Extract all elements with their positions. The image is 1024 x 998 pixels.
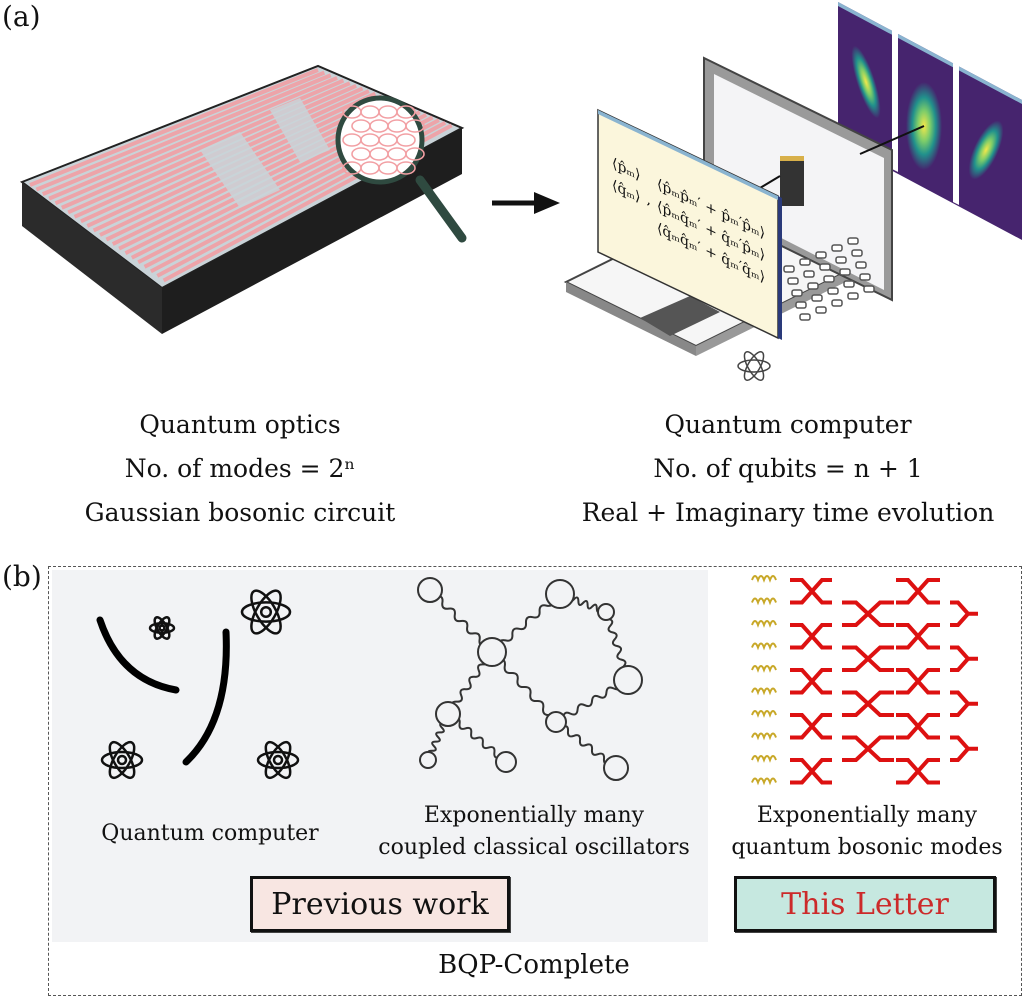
waveguide: [48, 76, 338, 201]
left-caption: Quantum optics No. of modes = 2ⁿ Gaussia…: [84, 410, 396, 527]
key: [791, 289, 803, 297]
key: [843, 280, 855, 288]
key: [799, 258, 811, 266]
key: [819, 263, 831, 271]
key: [855, 261, 867, 269]
caption-bosonic-modes: Exponentially many quantum bosonic modes: [731, 803, 1003, 860]
panel-b-frame: [48, 566, 1022, 996]
key: [831, 299, 843, 307]
key: [859, 273, 871, 281]
key: [839, 268, 851, 276]
key: [795, 301, 807, 309]
this-letter-badge: This Letter: [734, 876, 996, 932]
key: [787, 277, 799, 285]
caption-classical-oscillators: Exponentially many coupled classical osc…: [378, 803, 690, 860]
key: [815, 306, 827, 314]
waveguide-cell: [405, 147, 425, 161]
key: [847, 292, 859, 300]
panel-a-label: (a): [2, 0, 41, 33]
waveguide-cell: [396, 105, 416, 119]
key: [807, 282, 819, 290]
key: [823, 275, 835, 283]
atom-icon: [737, 351, 771, 381]
key: [827, 287, 839, 295]
observables-panel: [597, 108, 782, 340]
key: [847, 237, 859, 245]
caption-quantum-computer: Quantum computer: [101, 821, 319, 846]
waveguide: [35, 70, 326, 192]
panel-b-label: (b): [2, 560, 42, 593]
key: [851, 249, 863, 257]
previous-work-badge: Previous work: [250, 876, 510, 932]
waveguide-cell: [396, 161, 416, 175]
key: [835, 256, 847, 264]
key: [831, 244, 843, 252]
key: [815, 251, 827, 259]
bqp-complete-label: BQP-Complete: [438, 950, 630, 980]
magnifier-icon: [335, 95, 467, 243]
key: [803, 270, 815, 278]
right-arrow-icon: [492, 192, 560, 214]
waveguide: [41, 73, 332, 196]
key: [799, 313, 811, 321]
wigner-function-panels: [838, 2, 1022, 240]
circuit-chip-icon: [780, 156, 804, 206]
key: [783, 265, 795, 273]
waveguide-cell: [396, 133, 416, 147]
key: [811, 294, 823, 302]
right-caption: Quantum computer No. of qubits = n + 1 R…: [581, 410, 995, 527]
waveguide: [29, 68, 319, 187]
waveguide-cell: [405, 119, 425, 133]
key: [863, 285, 875, 293]
panel-a-illustration: [19, 2, 1022, 381]
